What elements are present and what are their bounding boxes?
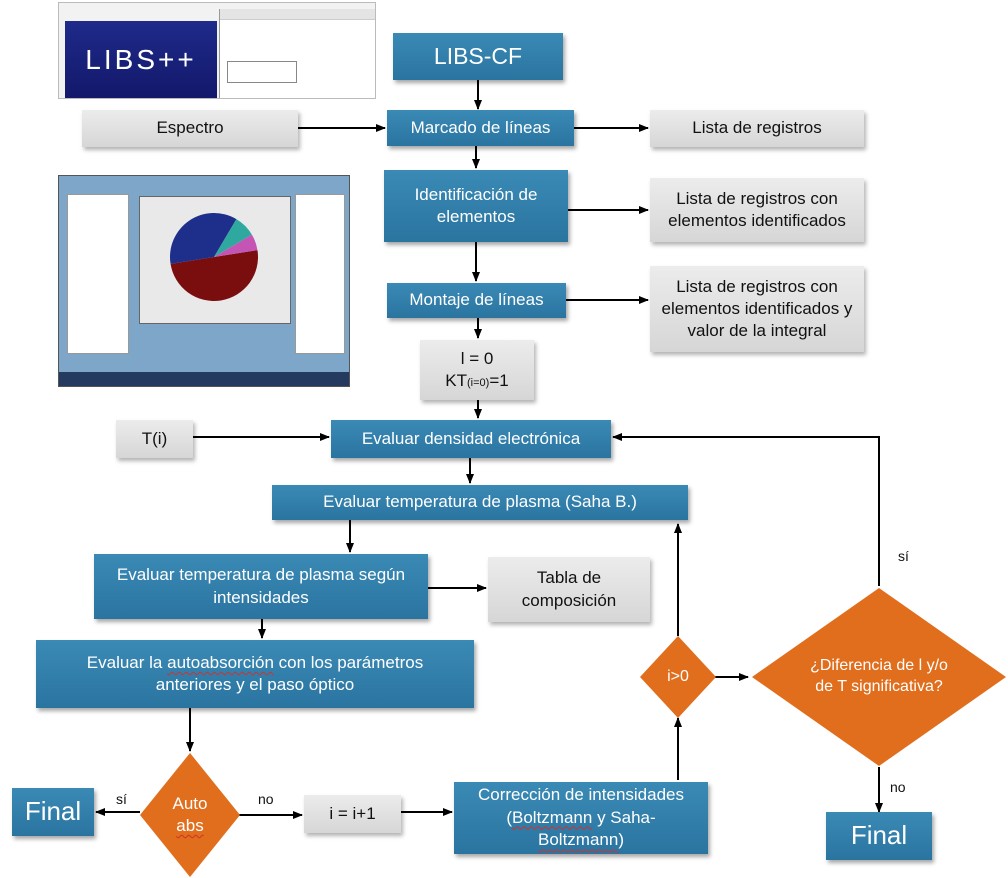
marcado-box: Marcado de líneas (387, 110, 574, 146)
i-gt-0-text: i>0 (667, 667, 689, 685)
init-kt-value: =1 (489, 371, 509, 390)
init-l-label: l = 0 (460, 348, 494, 368)
chart-pane (295, 194, 345, 354)
ti-label: T(i) (141, 428, 168, 448)
temp-saha-label: Evaluar temperatura de plasma (Saha B.) (323, 492, 637, 512)
densidad-label: Evaluar densidad electrónica (361, 428, 581, 448)
arrow-graphic (227, 61, 297, 83)
diferencia-text: ¿Diferencia de l y/o de T significativa? (810, 657, 948, 695)
tabla-box: Tabla de composición (488, 557, 650, 622)
identificacion-label: Identificación de elementos (414, 184, 538, 226)
libs-logo-text: LIBS++ (85, 44, 197, 75)
autoabs-decision-label: Auto abs (150, 785, 230, 845)
arrow-diferencia-to-densidad (612, 433, 880, 586)
identificacion-box: Identificación de elementos (384, 170, 568, 242)
correccion-close-paren: ) (618, 830, 624, 850)
montaje-label: Montaje de líneas (409, 290, 544, 310)
pie-slice (214, 234, 258, 257)
ti-box: T(i) (116, 420, 193, 458)
final-right-box: Final (826, 812, 932, 860)
lista-identificados-box: Lista de registros con elementos identif… (650, 178, 864, 242)
correccion-line-2: (Boltzmann y Saha- (506, 807, 655, 830)
pie-chart-dialog (139, 196, 291, 324)
correccion-boltzmann-2: Boltzmann (538, 830, 619, 850)
increment-box: i = i+1 (304, 795, 401, 833)
espectro-box: Espectro (82, 110, 298, 147)
libs-software-screenshot: LIBS++ (58, 2, 376, 99)
pie-slice (170, 250, 258, 301)
increment-label: i = i+1 (329, 803, 376, 823)
software-window-thumbnail (219, 9, 375, 98)
table-pane (67, 194, 129, 354)
edge-label-no-right: no (890, 779, 906, 795)
init-box: l = 0 KT(i=0)=1 (420, 340, 534, 400)
final-left-label: Final (24, 796, 82, 827)
edge-label-no-left: no (258, 791, 274, 807)
autoabsorcion-word: autoabsorción (167, 652, 274, 672)
montaje-box: Montaje de líneas (387, 283, 566, 318)
autoabsorcion-label: Evaluar la autoabsorción con los parámet… (52, 652, 458, 696)
diferencia-label: ¿Diferencia de l y/o de T significativa? (800, 634, 958, 720)
correccion-saha: y Saha- (592, 807, 656, 827)
edge-label-si-left: sí (116, 791, 127, 807)
correccion-open-paren: ( (506, 807, 513, 827)
libs-cf-box: LIBS-CF (393, 33, 563, 80)
temp-intensidades-label: Evaluar temperatura de plasma según inte… (116, 565, 406, 607)
lista-integral-label: Lista de registros con elementos identif… (661, 276, 853, 341)
window-menubar (220, 9, 375, 20)
init-kt-subscript: (i=0) (467, 377, 490, 389)
lista-integral-box: Lista de registros con elementos identif… (650, 266, 864, 352)
i-gt-0-label: i>0 (646, 665, 710, 689)
correccion-box: Corrección de intensidades (Boltzmann y … (454, 782, 708, 854)
taskbar (59, 372, 349, 386)
lista-identificados-label: Lista de registros con elementos identif… (668, 188, 846, 230)
libs-cf-label: LIBS-CF (433, 42, 523, 69)
init-kt-line: KT(i=0)=1 (445, 370, 508, 392)
pie-slice (214, 219, 252, 257)
libs-logo: LIBS++ (65, 21, 217, 98)
desktop-screenshot (58, 175, 350, 387)
temp-intensidades-box: Evaluar temperatura de plasma según inte… (94, 554, 428, 619)
correccion-line-1: Corrección de intensidades (477, 784, 684, 804)
diferencia-decision-diamond (752, 588, 1006, 766)
correccion-boltzmann-1: Boltzmann (512, 807, 593, 827)
autoabs-line-2: abs (176, 816, 204, 835)
espectro-label: Espectro (156, 118, 224, 138)
autoabsorcion-prefix: Evaluar la (86, 652, 168, 672)
final-right-label: Final (850, 820, 908, 851)
lista-registros-label: Lista de registros (692, 118, 822, 138)
pie-slice (170, 213, 237, 264)
correccion-line-3: Boltzmann) (538, 829, 624, 852)
i-gt-0-decision-diamond (640, 636, 716, 718)
edge-label-si-right: sí (898, 548, 909, 564)
init-kt-label: KT (445, 371, 468, 390)
autoabs-line-1: Auto (172, 793, 208, 813)
lista-registros-box: Lista de registros (650, 110, 864, 147)
temp-saha-box: Evaluar temperatura de plasma (Saha B.) (272, 485, 688, 520)
autoabs-decision-diamond (140, 753, 240, 877)
tabla-label: Tabla de composición (521, 568, 617, 610)
autoabsorcion-box: Evaluar la autoabsorción con los parámet… (36, 640, 474, 708)
densidad-box: Evaluar densidad electrónica (331, 420, 611, 458)
autoabsorcion-suffix: con los parámetros anteriores y el paso … (155, 652, 424, 694)
final-left-box: Final (12, 788, 94, 836)
pie-chart (170, 213, 258, 301)
marcado-label: Marcado de líneas (410, 117, 551, 137)
